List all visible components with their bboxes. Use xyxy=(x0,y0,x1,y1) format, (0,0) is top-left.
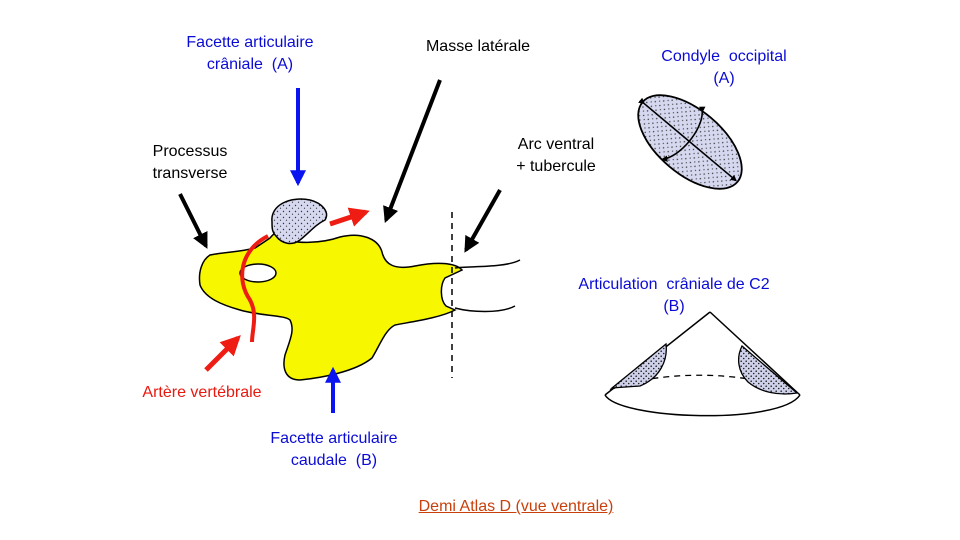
label-processus-transverse: Processus transverse xyxy=(152,143,228,182)
vertebral-artery-line xyxy=(240,234,269,343)
atlas-bone-shape xyxy=(198,231,464,381)
masse-laterale-arrow xyxy=(383,79,442,223)
label-condyle-occipital: Condyle occipital (A) xyxy=(661,48,787,87)
label-masse-laterale: Masse latérale xyxy=(425,38,531,55)
artery-pointer-arrow xyxy=(204,335,241,372)
label-arc-ventral: Arc ventral + tubercule xyxy=(516,136,596,175)
c2-left-facet xyxy=(609,342,667,389)
label-articulation-c2: Articulation crâniale de C2 (B) xyxy=(578,276,770,315)
label-facette-craniale: Facette articulaire crâniale (A) xyxy=(186,34,314,73)
figure-caption: Demi Atlas D (vue ventrale) xyxy=(418,498,614,515)
c2-articulation xyxy=(604,311,801,417)
transverse-foramen xyxy=(239,263,277,283)
processus-arrow xyxy=(178,193,208,249)
occipital-condyle xyxy=(637,94,743,190)
arc-ventral-arrow xyxy=(464,189,502,253)
artery-flow-arrow xyxy=(329,207,370,227)
cranial-facet-shape xyxy=(271,198,328,245)
label-facette-caudale: Facette articulaire caudale (B) xyxy=(270,430,398,469)
c2-right-facet xyxy=(737,344,799,395)
label-artere-vertebrale: Artère vertébrale xyxy=(142,384,262,401)
ventral-arc-upper xyxy=(454,259,521,269)
ventral-arc-lower xyxy=(454,305,516,313)
